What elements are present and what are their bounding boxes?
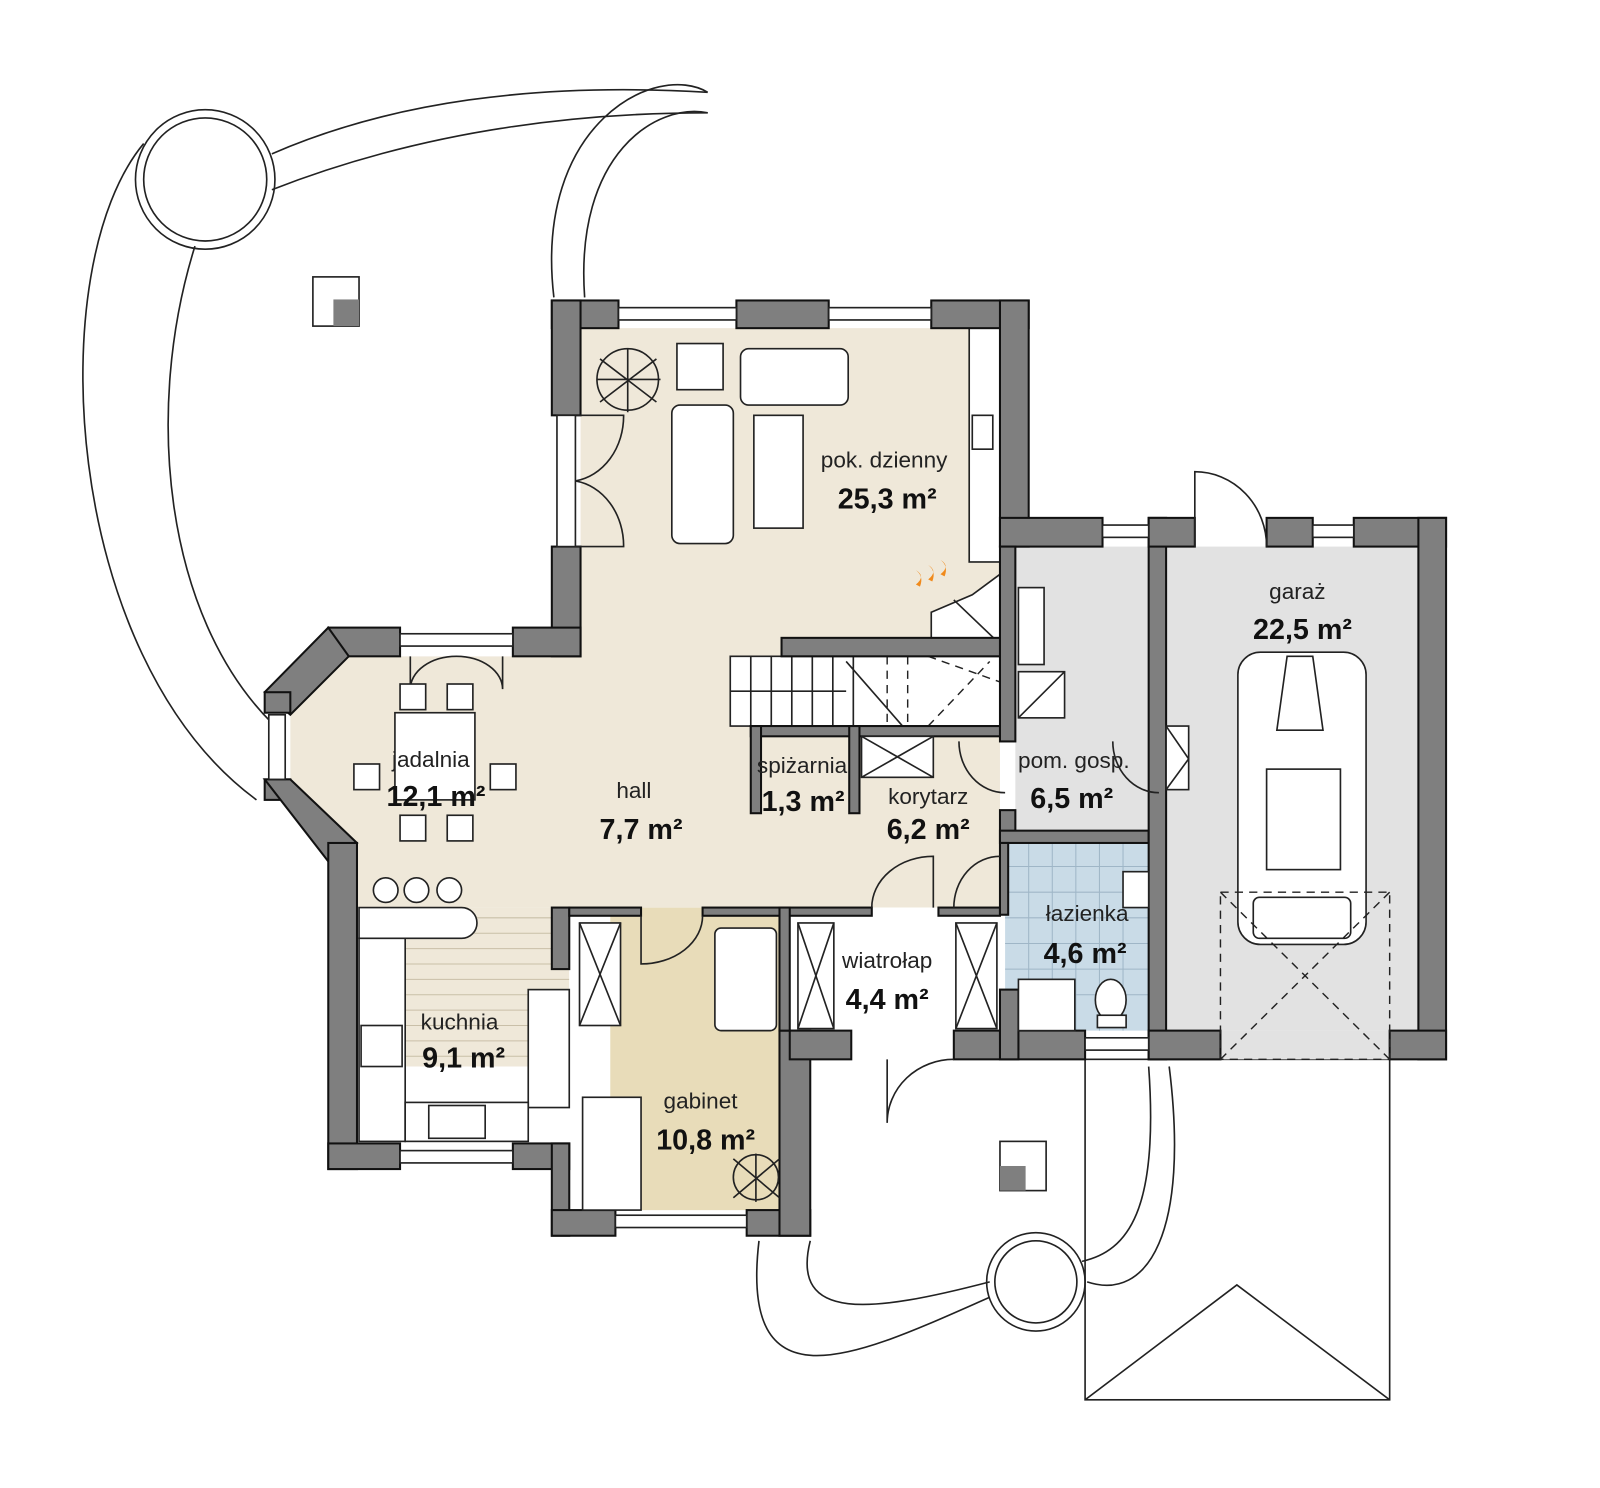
room-name: pom. gosp. bbox=[1018, 748, 1130, 773]
room-name: hall bbox=[616, 778, 651, 803]
bed bbox=[714, 927, 778, 1032]
room-label-hall: hall 7,7 m² bbox=[600, 778, 683, 846]
chimney-bottom bbox=[999, 1140, 1047, 1192]
room-area: 4,6 m² bbox=[1044, 938, 1127, 970]
room-name: jadalnia bbox=[391, 747, 470, 772]
dining-table bbox=[394, 711, 476, 801]
room-area: 1,3 m² bbox=[762, 786, 845, 818]
plant-icon bbox=[732, 1153, 781, 1202]
kitchen-counter bbox=[358, 906, 478, 940]
garage-door-floor bbox=[1220, 1030, 1390, 1060]
shower bbox=[1017, 978, 1076, 1032]
driveway bbox=[1084, 1058, 1391, 1401]
windows bbox=[267, 306, 1355, 1229]
room-area: 25,3 m² bbox=[838, 484, 937, 516]
room-area: 6,5 m² bbox=[1030, 783, 1113, 815]
furniture bbox=[353, 342, 1150, 1211]
room-label-garaz: garaż 22,5 m² bbox=[1253, 579, 1352, 646]
room-area: 7,7 m² bbox=[600, 814, 683, 846]
fireplace-chimney bbox=[971, 414, 994, 450]
stove bbox=[360, 1024, 403, 1068]
coffee-table bbox=[753, 414, 804, 529]
washbasin bbox=[1122, 870, 1150, 909]
room-name: wiatrołap bbox=[841, 948, 932, 973]
room-label-pom-gosp: pom. gosp. 6,5 m² bbox=[1018, 748, 1130, 815]
garage-door-swing bbox=[1219, 891, 1391, 1061]
round-planter-top bbox=[134, 108, 276, 251]
terrace-arcs bbox=[82, 83, 1176, 1357]
plant-icon bbox=[596, 347, 661, 413]
room-label-gabinet: gabinet 10,8 m² bbox=[656, 1089, 755, 1157]
room-name: pok. dzienny bbox=[821, 448, 948, 473]
room-name: spiżarnia bbox=[757, 753, 848, 778]
chimney-top bbox=[312, 276, 360, 327]
room-label-korytarz: korytarz 6,2 m² bbox=[887, 784, 970, 846]
car-icon bbox=[1237, 651, 1367, 946]
boiler bbox=[1017, 586, 1045, 666]
room-name: łazienka bbox=[1046, 901, 1129, 926]
room-label-spizarnia: spiżarnia 1,3 m² bbox=[757, 753, 848, 818]
room-label-kuchnia: kuchnia 9,1 m² bbox=[421, 1010, 505, 1075]
toilet bbox=[1094, 978, 1127, 1022]
room-label-wiatrolap: wiatrołap 4,4 m² bbox=[841, 948, 932, 1016]
room-name: garaż bbox=[1269, 579, 1325, 604]
room-label-lazienka: łazienka 4,6 m² bbox=[1044, 901, 1129, 970]
room-area: 4,4 m² bbox=[846, 984, 929, 1016]
sink bbox=[427, 1104, 486, 1140]
room-area: 9,1 m² bbox=[422, 1043, 505, 1075]
doors bbox=[409, 414, 1268, 1123]
room-name: kuchnia bbox=[421, 1010, 499, 1035]
room-label-jadalnia: jadalnia 12,1 m² bbox=[386, 747, 485, 813]
armchair bbox=[676, 342, 724, 391]
sofa-left bbox=[670, 404, 735, 545]
room-name: gabinet bbox=[664, 1089, 739, 1114]
walls bbox=[262, 299, 1448, 1237]
room-area: 12,1 m² bbox=[386, 781, 485, 813]
room-area: 6,2 m² bbox=[887, 814, 970, 846]
room-area: 22,5 m² bbox=[1253, 614, 1352, 646]
room-name: korytarz bbox=[888, 784, 968, 809]
sofa-top bbox=[739, 347, 850, 406]
desk bbox=[581, 1096, 642, 1211]
round-planter-bottom bbox=[985, 1231, 1086, 1332]
room-label-pokoj-dzienny: pok. dzienny 25,3 m² bbox=[821, 448, 948, 516]
fireplace-icon bbox=[915, 559, 946, 587]
room-area: 10,8 m² bbox=[656, 1125, 755, 1157]
